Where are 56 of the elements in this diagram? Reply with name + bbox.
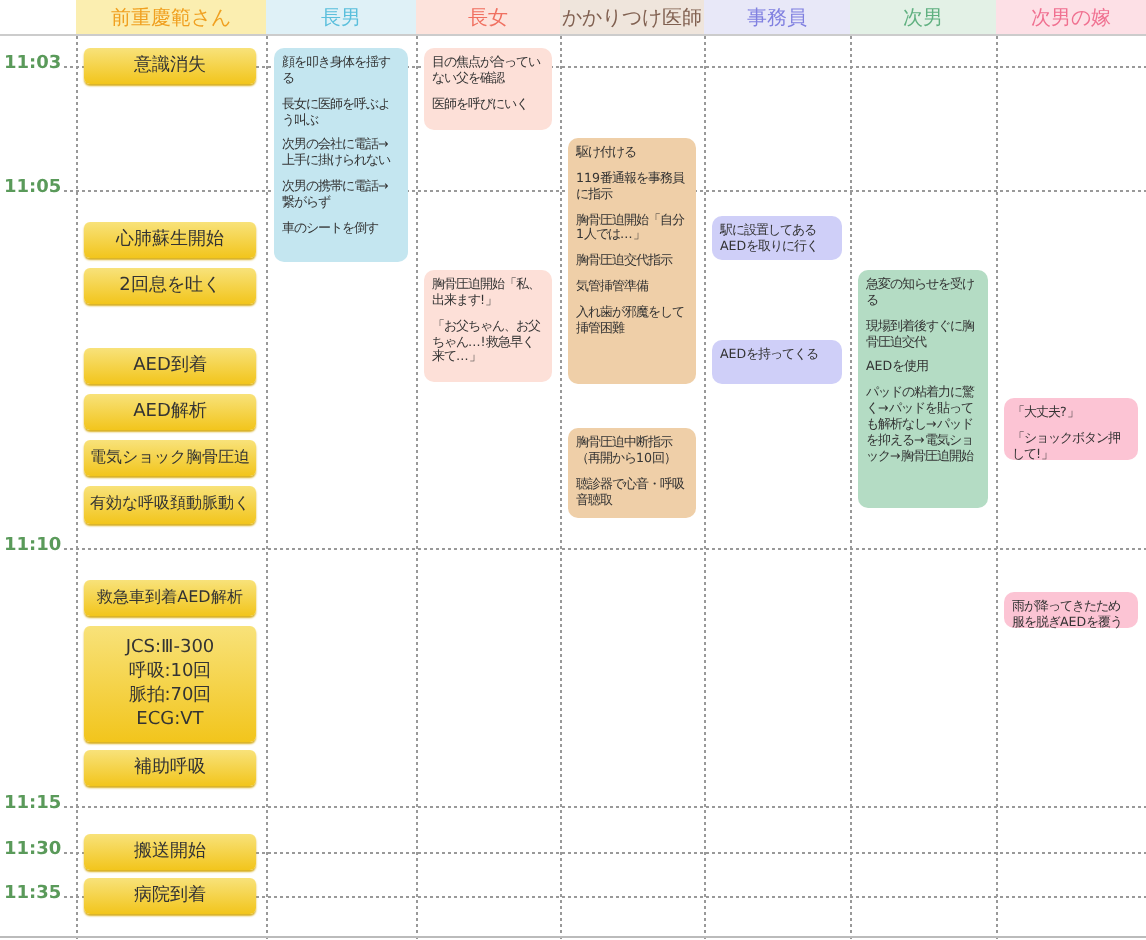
event-text: 有効な呼吸頚動脈動く [90, 494, 250, 516]
event-text: 搬送開始 [134, 839, 206, 865]
time-label: 11:05 [4, 178, 62, 198]
lane-header [996, 0, 1146, 36]
time-label: 11:30 [4, 840, 62, 860]
event-text: 心肺蘇生開始 [116, 227, 224, 253]
event-text: 2回息を吐く [119, 273, 221, 299]
event-text: AED解析 [133, 399, 207, 425]
lane-header [850, 0, 996, 36]
action-card [568, 428, 696, 518]
lane-header [416, 0, 560, 36]
event-box [84, 750, 256, 786]
action-card [424, 270, 552, 382]
event-box [84, 834, 256, 870]
event-box [84, 394, 256, 430]
event-text: 病院到着 [134, 883, 206, 909]
event-text: 救急車到着AED解析 [97, 587, 243, 609]
action-card [1004, 592, 1138, 628]
time-label: 11:35 [4, 884, 62, 904]
action-card [712, 216, 842, 260]
lane-header [704, 0, 850, 36]
event-text: AED到着 [133, 353, 207, 379]
lane-title: 次男の嫁 [1031, 5, 1111, 31]
lane-header [266, 0, 416, 36]
event-box [84, 440, 256, 476]
event-text: 補助呼吸 [134, 755, 206, 781]
action-card [568, 138, 696, 384]
lane-title: 長男 [321, 5, 361, 31]
event-box [84, 268, 256, 304]
time-label: 11:03 [4, 54, 62, 74]
event-text: 電気ショック胸骨圧迫 [90, 447, 250, 469]
action-card [858, 270, 988, 508]
time-label: 11:15 [4, 794, 62, 814]
event-box [84, 222, 256, 258]
event-text: 脈拍:70回 [128, 684, 212, 709]
action-card [424, 48, 552, 130]
time-label: 11:10 [4, 536, 62, 556]
event-text: ECG:VT [136, 708, 204, 733]
action-card [712, 340, 842, 384]
event-box [84, 348, 256, 384]
lane-title: かかりつけ医師 [562, 5, 702, 31]
action-card [1004, 398, 1138, 460]
event-box [84, 486, 256, 524]
event-box [84, 626, 256, 742]
event-box [84, 878, 256, 914]
lane-title: 次男 [903, 5, 943, 31]
event-text: 意識消失 [134, 53, 206, 79]
lane-header [76, 0, 266, 36]
lane-title: 事務員 [747, 5, 807, 31]
event-text: JCS:Ⅲ-300 [125, 635, 215, 660]
event-box [84, 48, 256, 84]
lane-title: 長女 [468, 5, 508, 31]
action-card [274, 48, 408, 262]
event-box [84, 580, 256, 616]
event-text: 呼吸:10回 [128, 659, 212, 684]
lane-title: 前重慶範さん [111, 5, 231, 31]
